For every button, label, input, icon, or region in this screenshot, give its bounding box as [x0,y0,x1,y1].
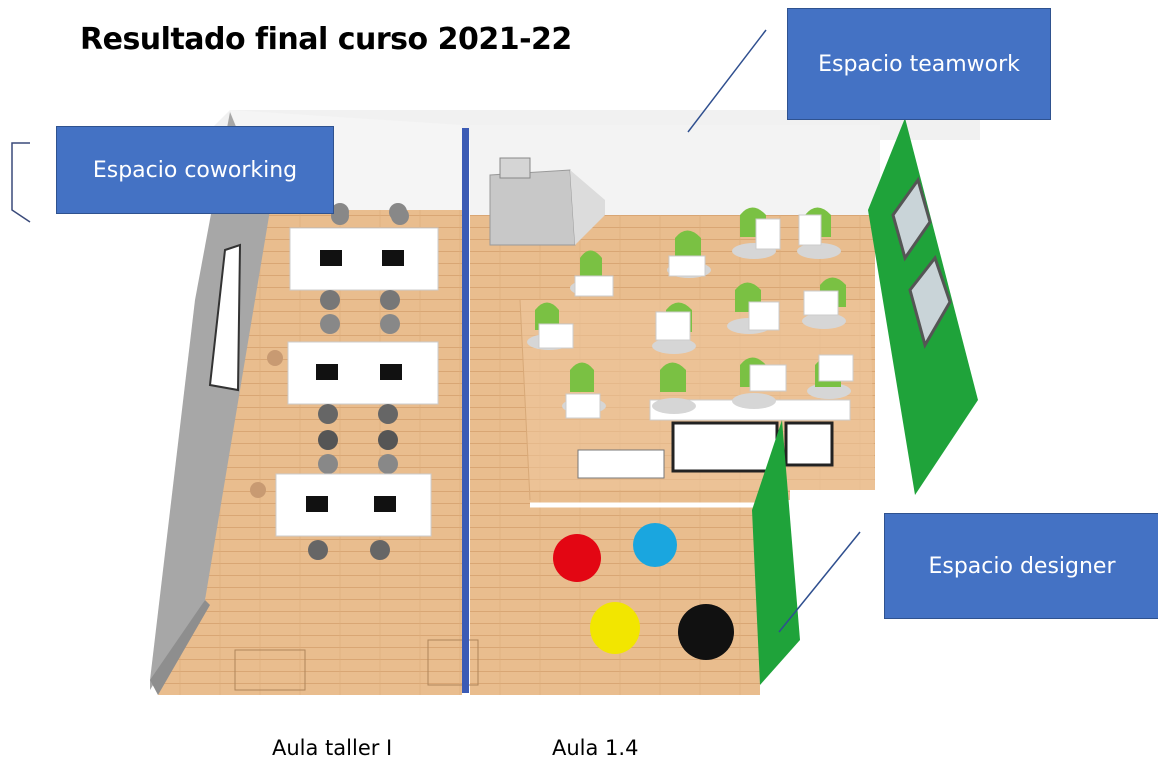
left-wall-edge [150,600,210,695]
desk-group [652,302,696,354]
coworking-tables [250,203,439,560]
desk-group [732,357,787,409]
cabinet [489,169,576,246]
teamwork-pointer [687,29,767,133]
screen-2 [671,421,779,473]
bin [250,482,266,498]
desk-group [562,362,606,419]
green-panel-lower [752,420,800,685]
window-1 [891,176,932,262]
page-title: Resultado final curso 2021-22 [80,22,572,57]
window-2 [908,254,952,349]
pouf-red [553,534,601,582]
pouf-black [678,604,734,660]
desk-group [797,207,841,259]
desk-group [527,302,574,350]
screen-1 [577,449,665,479]
designer-pointer [778,531,861,633]
teamwork-callout: Espacio teamwork [787,8,1051,120]
coworking-table [287,341,439,474]
room-label-taller: Aula taller I [272,736,393,760]
desk-group [732,207,781,259]
coworking-table [275,473,432,560]
teamwork-desks [527,207,854,419]
desk-group [802,277,846,329]
bin [267,350,283,366]
screen-3 [784,421,834,467]
coworking-callout: Espacio coworking [56,126,334,214]
floor-mat [427,639,479,686]
printer [499,157,531,179]
desk-group [807,354,854,399]
left-wall-whiteboard [208,243,242,392]
room-divider [462,128,469,693]
desk-group [570,250,614,297]
zone-edge-vertical [519,299,531,501]
floor-mat [234,649,306,691]
pouf-yellow [590,602,640,654]
desk-group [667,230,711,278]
pouf-blue [633,523,677,567]
desk-group [652,362,696,414]
coworking-bracket [11,142,31,223]
chair [389,203,407,221]
chair [331,203,349,221]
room-label-1-4: Aula 1.4 [552,736,639,760]
cabinet-side [570,170,605,245]
desk-group [727,282,780,334]
designer-callout: Espacio designer [884,513,1158,619]
